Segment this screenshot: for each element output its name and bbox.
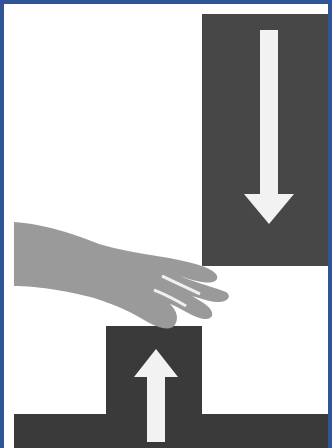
hand-icon xyxy=(14,222,229,328)
crush-hazard-pictogram xyxy=(4,4,332,448)
lower-base-block xyxy=(14,326,332,448)
